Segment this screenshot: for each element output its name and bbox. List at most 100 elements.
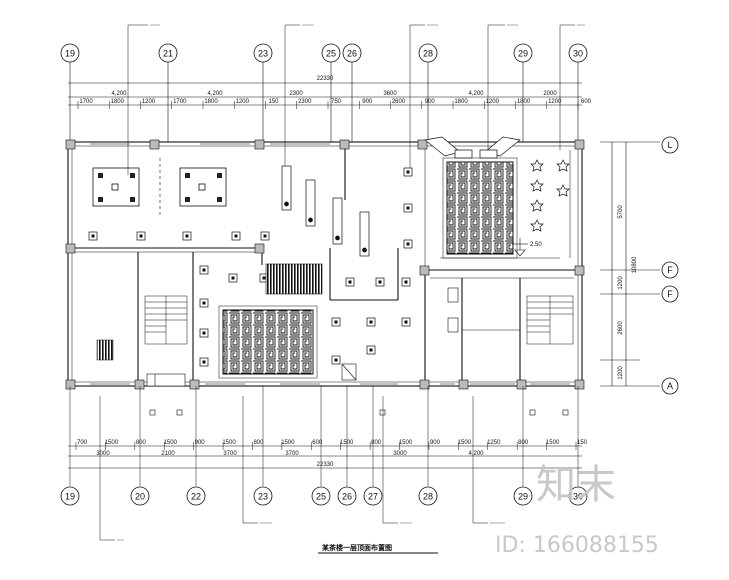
left-stair-hatch bbox=[96, 339, 114, 361]
right-axis-L: L bbox=[667, 140, 672, 150]
top-row2-dim: 1800 bbox=[204, 99, 218, 105]
top-dimension-lines bbox=[68, 82, 582, 106]
top-axis-bubble bbox=[60, 43, 80, 63]
bottom-row1-dim: 3700 bbox=[223, 451, 237, 457]
top-axis-label: 30 bbox=[573, 49, 583, 59]
elevation-mark: 2.50 bbox=[512, 238, 542, 257]
bottom-row2-dim: 900 bbox=[195, 440, 206, 446]
column bbox=[419, 265, 430, 276]
bottom-axis-bubble bbox=[311, 486, 331, 506]
column bbox=[339, 139, 350, 150]
top-total-dimension: 22330 bbox=[317, 76, 334, 82]
bottom-row1-dim: 3000 bbox=[393, 451, 407, 457]
top-row1-dim: 3600 bbox=[383, 91, 397, 97]
downlight-core bbox=[334, 320, 338, 324]
bottom-dimension-lines bbox=[68, 445, 582, 469]
downlight-core bbox=[202, 360, 206, 364]
watermark-id: ID: 166088155 bbox=[495, 533, 659, 558]
structural-columns bbox=[65, 139, 585, 390]
windows bbox=[90, 143, 570, 385]
bottom-axis-bubble bbox=[418, 486, 438, 506]
top-row2-dim: 1700 bbox=[173, 99, 187, 105]
top-axis-bubble bbox=[158, 43, 178, 63]
column bbox=[417, 139, 428, 150]
downlight-core bbox=[369, 320, 373, 324]
bottom-axis-label: 19 bbox=[65, 492, 75, 502]
bottom-row2-dim: 1500 bbox=[222, 440, 236, 446]
downlight-core bbox=[202, 331, 206, 335]
top-axis-bubble bbox=[253, 43, 273, 63]
downlight-core bbox=[234, 234, 238, 238]
bottom-note-ticks bbox=[117, 522, 505, 541]
bottom-axis-bubble bbox=[568, 486, 588, 506]
downlight-core bbox=[406, 170, 410, 174]
bottom-axis-bubble bbox=[513, 486, 533, 506]
column bbox=[419, 379, 430, 390]
bottom-row2-dim: 150 bbox=[577, 440, 588, 446]
elevation-value: 2.50 bbox=[530, 242, 542, 248]
fretwork-ceiling-left-frame bbox=[218, 305, 318, 379]
right-dimension-texts: 5700 1200 2600 1200 10800 bbox=[618, 205, 638, 380]
top-row2-dim: 900 bbox=[362, 99, 373, 105]
right-dim-3: 2600 bbox=[618, 321, 624, 335]
bottom-row2-dim: 1500 bbox=[546, 440, 560, 446]
top-row2-dim: 1800 bbox=[111, 99, 125, 105]
bottom-row1-dim: 3000 bbox=[96, 451, 110, 457]
stair-right bbox=[526, 295, 574, 345]
bottom-row2-dim: 1250 bbox=[487, 440, 501, 446]
bottom-total-dimension: 22330 bbox=[317, 462, 334, 468]
bottom-axis-label: 26 bbox=[342, 492, 352, 502]
downlight-core bbox=[406, 206, 410, 210]
top-row2-dim: 1800 bbox=[517, 99, 531, 105]
stair-left bbox=[144, 295, 188, 345]
top-row2-dim: 600 bbox=[581, 99, 592, 105]
top-row2-dim: 2300 bbox=[298, 99, 312, 105]
downlight-core bbox=[139, 234, 143, 238]
top-row1-dim: 2000 bbox=[543, 91, 557, 97]
bottom-row2-dim: 900 bbox=[430, 440, 441, 446]
column bbox=[189, 379, 200, 390]
bottom-row2-dim: 800 bbox=[136, 440, 147, 446]
light-panel-1 bbox=[92, 167, 140, 207]
top-axis-bubble bbox=[513, 43, 533, 63]
downlight-core bbox=[369, 348, 373, 352]
downlight-core bbox=[231, 276, 235, 280]
top-axis-bubble bbox=[321, 43, 341, 63]
top-row1-dim: 4,200 bbox=[468, 91, 484, 97]
bottom-row2-dim: 700 bbox=[77, 440, 88, 446]
bottom-leader-notes bbox=[99, 396, 488, 541]
bottom-axis-label: 22 bbox=[191, 492, 201, 502]
top-row1-dim: 2300 bbox=[289, 91, 303, 97]
bottom-axis-bubble bbox=[253, 486, 273, 506]
column bbox=[65, 379, 76, 390]
top-row2-dim: 1200 bbox=[486, 99, 500, 105]
plan-outline bbox=[67, 141, 583, 387]
top-row2-dim: 1800 bbox=[454, 99, 468, 105]
top-axis-bubble bbox=[568, 43, 588, 63]
bottom-axis-bubble bbox=[60, 486, 80, 506]
bottom-row2-dim: 800 bbox=[518, 440, 529, 446]
bottom-row1-dim: 3700 bbox=[285, 451, 299, 457]
top-axis-label: 26 bbox=[347, 49, 357, 59]
bottom-axis-label: 23 bbox=[258, 492, 268, 502]
bottom-axis-label: 28 bbox=[423, 492, 433, 502]
top-axis-label: 29 bbox=[518, 49, 528, 59]
column bbox=[516, 379, 527, 390]
downlight-core bbox=[91, 234, 95, 238]
bottom-axis-bubble bbox=[130, 486, 150, 506]
bottom-row2-dim: 800 bbox=[371, 440, 382, 446]
bottom-axis-bubble bbox=[337, 486, 357, 506]
bottom-row2-dim: 1500 bbox=[281, 440, 295, 446]
column bbox=[65, 139, 76, 150]
downlight-core bbox=[378, 280, 382, 284]
column bbox=[149, 139, 160, 150]
column bbox=[574, 379, 585, 390]
drawing-title: 某茶楼一层顶面布置图 bbox=[321, 543, 392, 552]
top-axis-bubble bbox=[342, 43, 362, 63]
right-total-dimension: 10800 bbox=[632, 256, 638, 273]
watermark-logo: 知末 bbox=[536, 462, 616, 508]
